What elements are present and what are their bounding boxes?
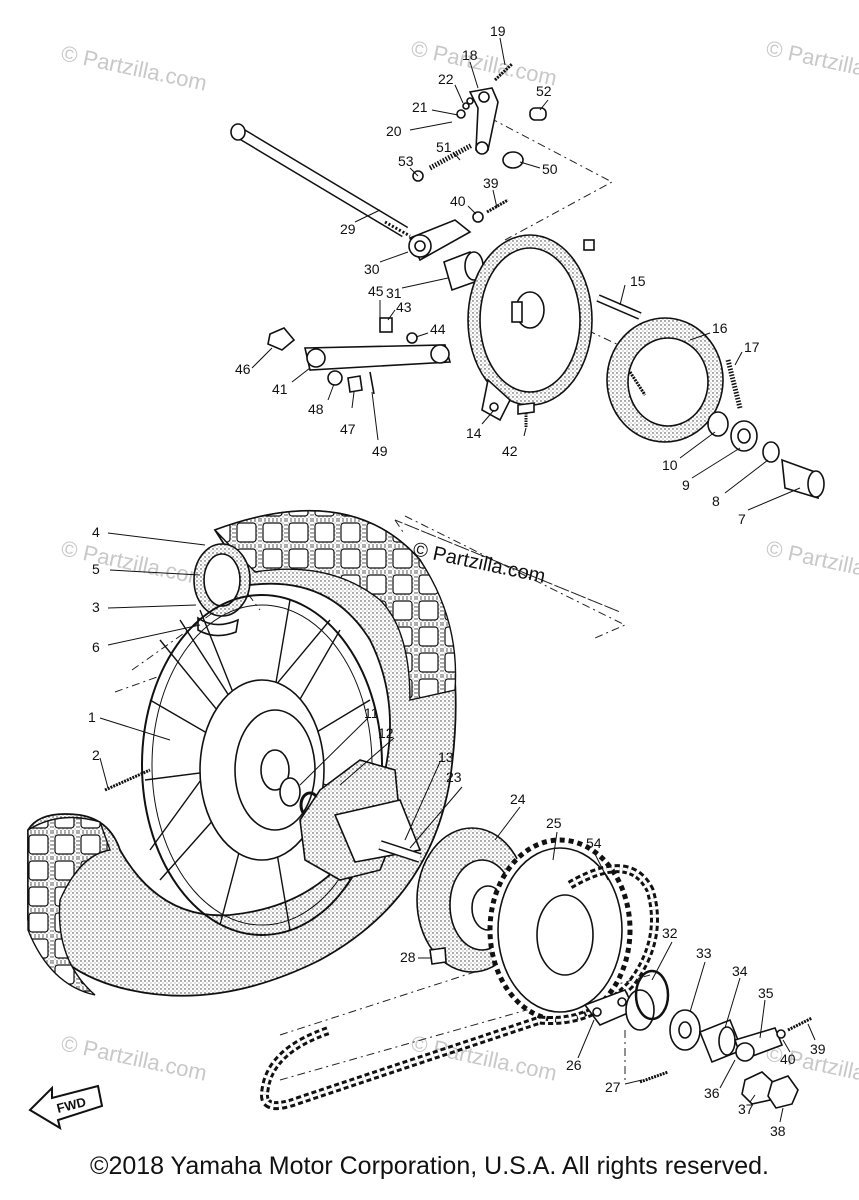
part-label-8: 8 bbox=[712, 493, 720, 509]
part-label-3: 3 bbox=[92, 599, 100, 615]
forward-direction-arrow: FWD bbox=[28, 1084, 104, 1131]
watermark: © Partzilla.com bbox=[764, 535, 859, 590]
part-label-38: 38 bbox=[770, 1123, 786, 1139]
part-label-19: 19 bbox=[490, 23, 506, 39]
part-label-14: 14 bbox=[466, 425, 482, 441]
part-label-11: 11 bbox=[364, 705, 379, 721]
part-label-22: 22 bbox=[438, 71, 454, 87]
watermark: © Partzilla.com bbox=[764, 35, 859, 90]
watermark: © Partzilla.com bbox=[59, 40, 209, 95]
shoe-spring bbox=[725, 359, 743, 409]
rear-sprocket bbox=[487, 837, 633, 1023]
part-label-44: 44 bbox=[430, 321, 446, 337]
part-label-26: 26 bbox=[566, 1057, 582, 1073]
leader-lines bbox=[99, 37, 816, 1123]
part-label-40: 40 bbox=[450, 193, 466, 209]
watermark: © Partzilla.com bbox=[59, 535, 209, 590]
axle-right-stack bbox=[625, 969, 813, 1109]
brake-shoes bbox=[606, 317, 724, 443]
part-label-48: 48 bbox=[308, 401, 324, 417]
part-label-41: 41 bbox=[272, 381, 288, 397]
part-label-36: 36 bbox=[704, 1085, 720, 1101]
part-label-54: 54 bbox=[586, 835, 602, 851]
part-label-23: 23 bbox=[446, 769, 462, 785]
part-label-9: 9 bbox=[682, 477, 690, 493]
part-label-25: 25 bbox=[546, 815, 562, 831]
exploded-parts-diagram: © Partzilla.com © Partzilla.com © Partzi… bbox=[27, 23, 859, 1139]
hub-damper bbox=[299, 759, 422, 881]
brake-plate bbox=[467, 234, 595, 422]
part-label-5: 5 bbox=[92, 561, 100, 577]
watermark: © Partzilla.com bbox=[59, 1030, 209, 1085]
part-label-47: 47 bbox=[340, 421, 356, 437]
watermark: © Partzilla.com bbox=[409, 1030, 559, 1085]
part-label-35: 35 bbox=[758, 985, 774, 1001]
copyright-notice: ©2018 Yamaha Motor Corporation, U.S.A. A… bbox=[90, 1152, 769, 1180]
part-label-45: 45 bbox=[368, 283, 384, 299]
part-label-18: 18 bbox=[462, 47, 478, 63]
part-label-16: 16 bbox=[712, 320, 728, 336]
part-label-37: 37 bbox=[738, 1101, 754, 1117]
part-label-52: 52 bbox=[536, 83, 552, 99]
part-label-28: 28 bbox=[400, 949, 416, 965]
part-label-17: 17 bbox=[744, 339, 760, 355]
torque-arm-upper bbox=[408, 198, 509, 262]
part-label-49: 49 bbox=[372, 443, 388, 459]
part-label-40b: 40 bbox=[780, 1051, 796, 1067]
part-label-50: 50 bbox=[542, 161, 558, 177]
inner-tube-section bbox=[193, 543, 251, 637]
fwd-label: FWD bbox=[55, 1094, 87, 1116]
torque-arm-lower bbox=[267, 317, 535, 428]
part-label-10: 10 bbox=[662, 457, 678, 473]
part-label-42: 42 bbox=[502, 443, 518, 459]
part-label-1: 1 bbox=[88, 709, 96, 725]
part-label-2: 2 bbox=[92, 747, 100, 763]
part-label-15: 15 bbox=[630, 273, 646, 289]
brake-cam-shaft bbox=[596, 294, 642, 320]
part-label-32: 32 bbox=[662, 925, 678, 941]
part-label-24: 24 bbox=[510, 791, 526, 807]
part-label-31: 31 bbox=[386, 285, 402, 301]
part-labels: 19 18 22 52 21 20 51 53 50 39 40 29 30 1… bbox=[88, 23, 826, 1139]
part-label-13: 13 bbox=[438, 749, 454, 765]
part-label-6: 6 bbox=[92, 639, 100, 655]
part-label-4: 4 bbox=[92, 524, 100, 540]
part-label-7: 7 bbox=[738, 511, 746, 527]
part-label-43: 43 bbox=[396, 299, 412, 315]
rear-hub bbox=[199, 679, 325, 861]
part-label-21: 21 bbox=[412, 99, 428, 115]
part-label-30: 30 bbox=[364, 261, 380, 277]
part-label-39b: 39 bbox=[810, 1041, 826, 1057]
part-label-53: 53 bbox=[398, 153, 414, 169]
bearing-stack bbox=[707, 411, 825, 500]
part-label-39: 39 bbox=[483, 175, 499, 191]
part-label-51: 51 bbox=[436, 139, 452, 155]
part-label-33: 33 bbox=[696, 945, 712, 961]
part-label-20: 20 bbox=[386, 123, 402, 139]
part-label-34: 34 bbox=[732, 963, 748, 979]
part-label-12: 12 bbox=[378, 725, 394, 741]
part-label-29: 29 bbox=[340, 221, 356, 237]
part-label-27: 27 bbox=[605, 1079, 621, 1095]
part-label-46: 46 bbox=[235, 361, 251, 377]
rear-axle bbox=[230, 123, 411, 238]
